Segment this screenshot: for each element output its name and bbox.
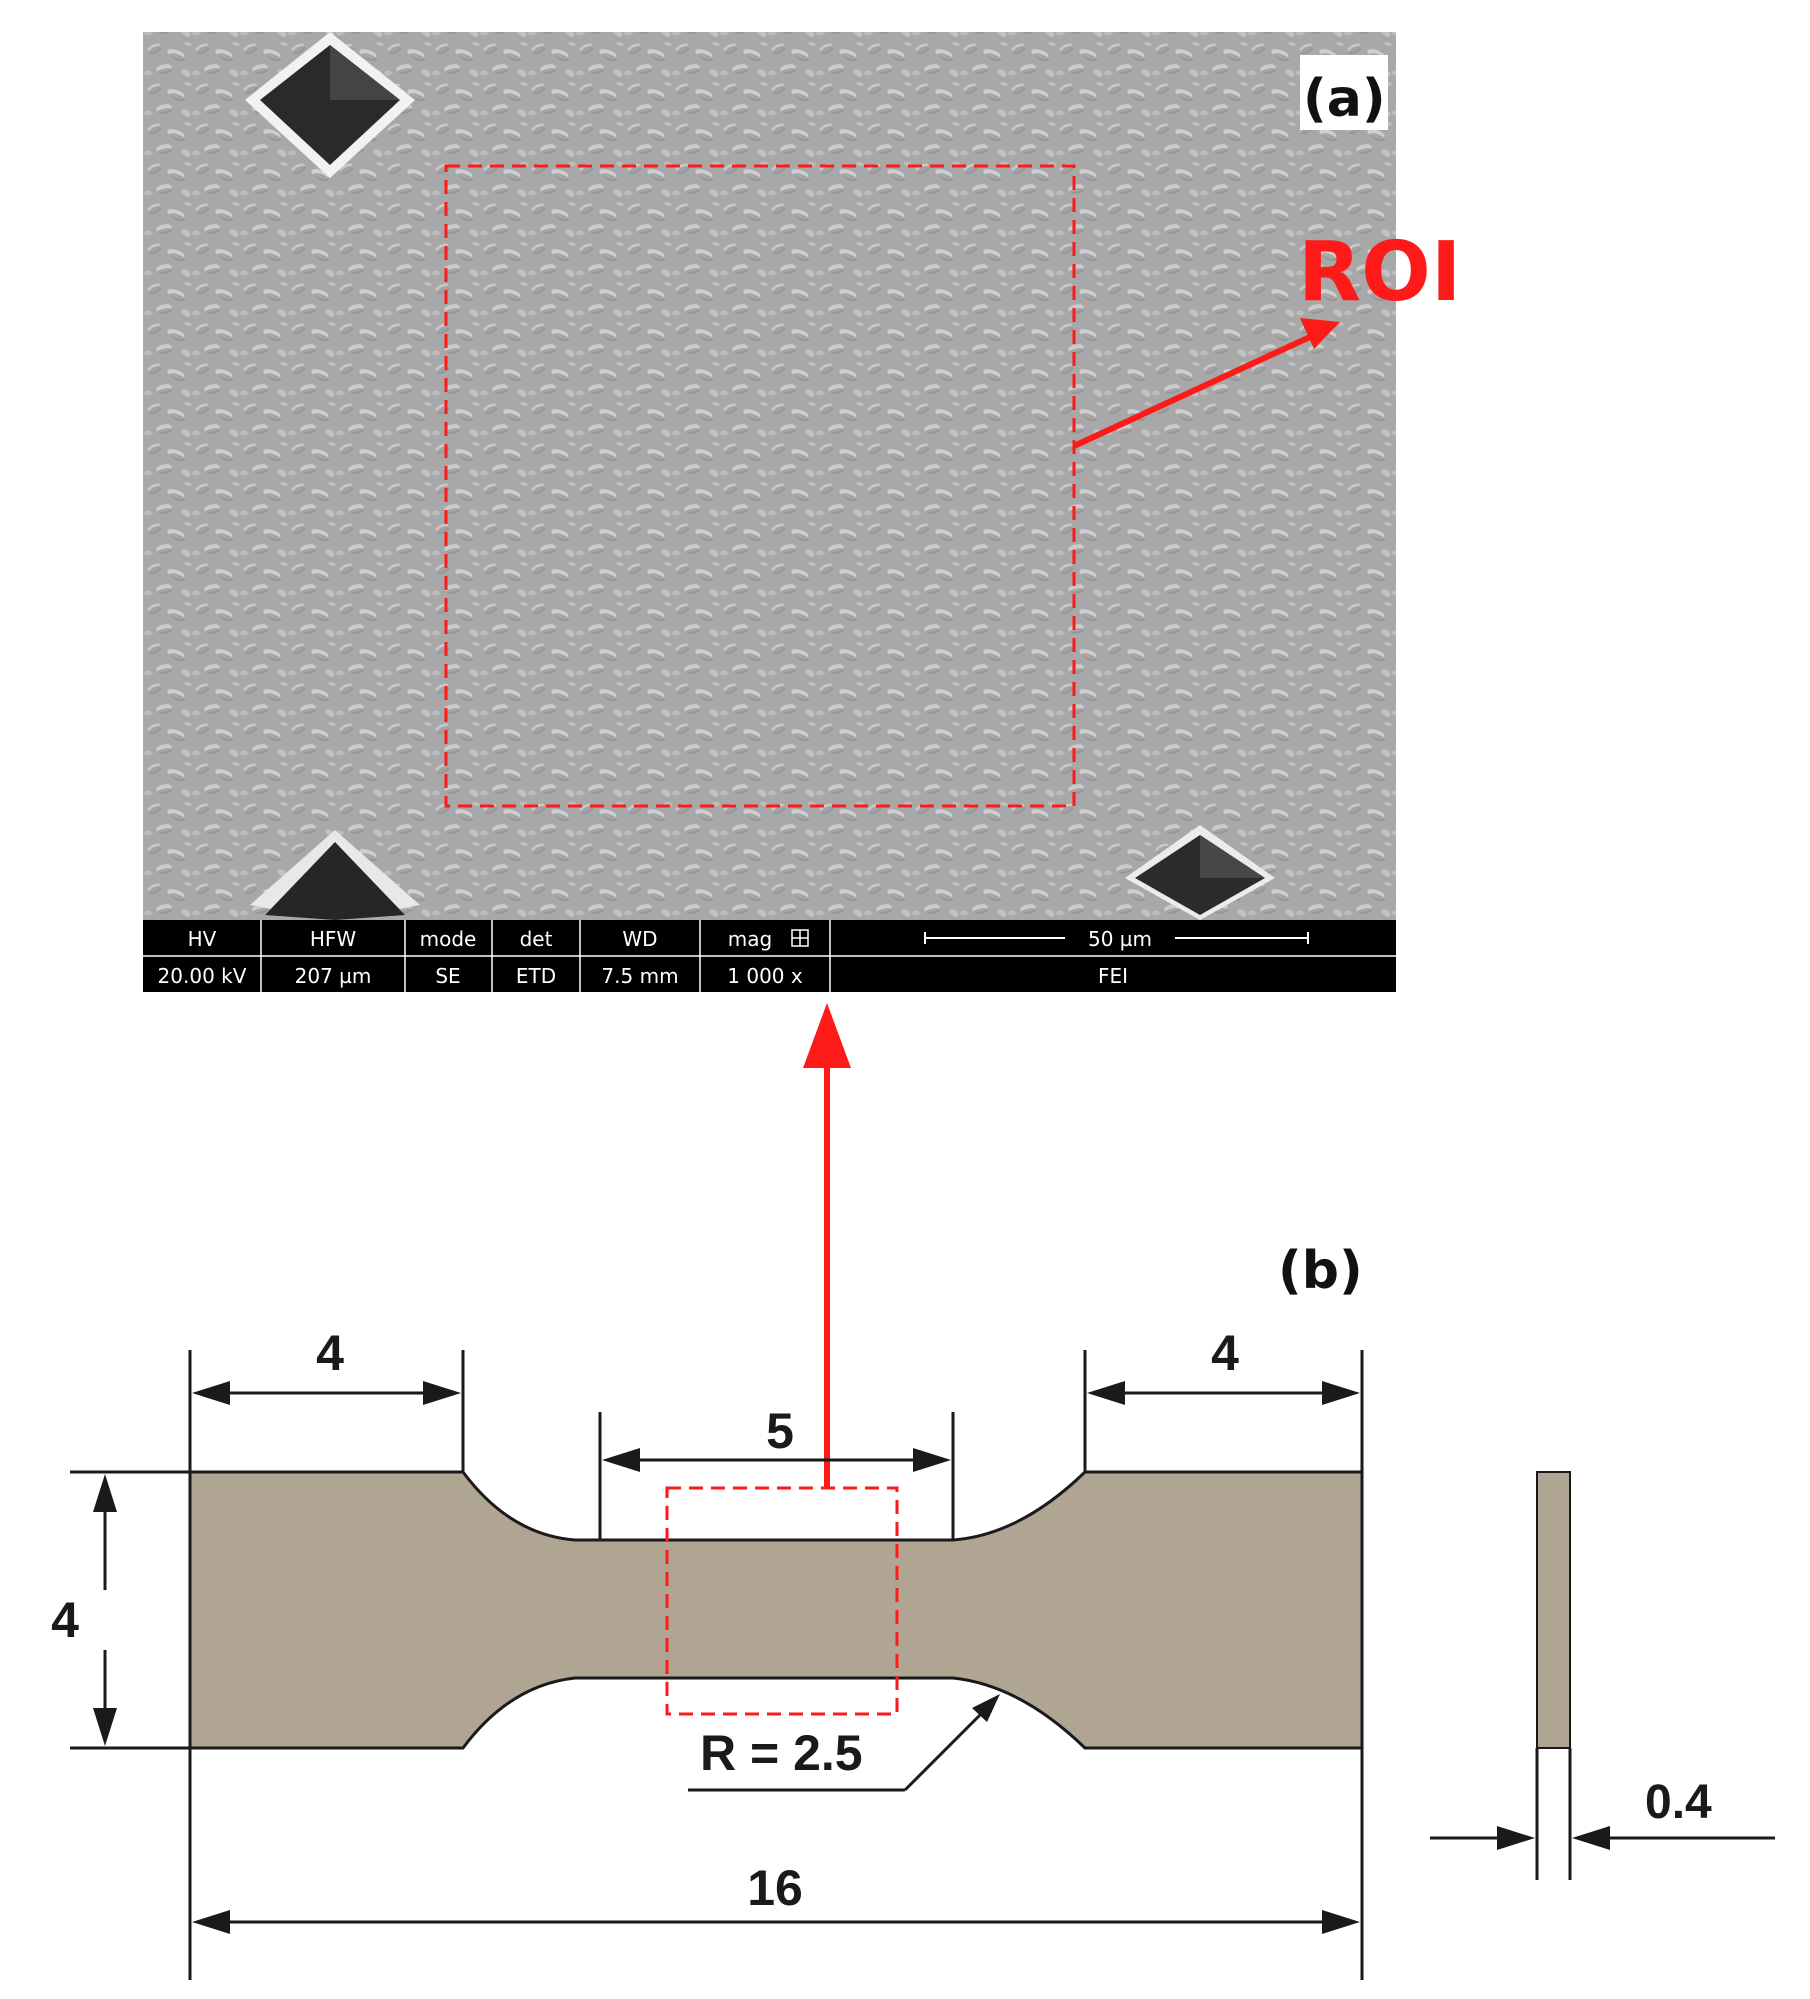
panel-label-b: (b) xyxy=(1278,1241,1363,1301)
info-header-hv: HV xyxy=(188,927,217,951)
dim-total: 16 xyxy=(192,1860,1360,1934)
info-header-hfw: HFW xyxy=(310,927,357,951)
info-value-mode: SE xyxy=(435,964,460,988)
sample-region-box xyxy=(665,1486,899,1716)
info-header-det: det xyxy=(520,927,553,951)
side-view: 0.4 xyxy=(1430,1471,1775,1880)
info-value-mag: 1 000 x xyxy=(727,964,803,988)
specimen-panel: (b) 4 4 xyxy=(51,1241,1775,1980)
dim-left-grip: 4 xyxy=(192,1325,461,1405)
sem-panel: (a) ROI HV HFW mode det WD mag xyxy=(143,32,1461,992)
dim-height: 4 xyxy=(51,1474,132,1746)
sem-micrograph xyxy=(143,32,1396,920)
scale-bar xyxy=(924,932,1309,944)
info-value-hv: 20.00 kV xyxy=(158,964,247,988)
indent-top-left xyxy=(245,32,415,178)
panel-label-a: (a) xyxy=(1303,69,1386,129)
info-value-wd: 7.5 mm xyxy=(601,964,678,988)
dim-gauge-value: 5 xyxy=(766,1403,794,1459)
info-value-det: ETD xyxy=(516,964,556,988)
mag-grid-icon xyxy=(791,929,809,947)
roi-label: ROI xyxy=(1298,225,1461,320)
dim-gauge: 5 xyxy=(602,1403,951,1472)
indent-bottom-right xyxy=(1125,825,1275,920)
dim-radius-value: R = 2.5 xyxy=(700,1725,863,1781)
info-header-wd: WD xyxy=(622,927,657,951)
dim-thickness-value: 0.4 xyxy=(1645,1776,1712,1829)
specimen-body xyxy=(188,1470,1364,1750)
info-header-mode: mode xyxy=(420,927,477,951)
dim-total-value: 16 xyxy=(747,1860,803,1916)
roi-arrow-head xyxy=(1300,318,1340,349)
roi-box xyxy=(444,164,1076,808)
info-header-mag: mag xyxy=(728,927,772,951)
sem-info-bar: HV HFW mode det WD mag 20.00 kV 207 µm S… xyxy=(143,920,1396,992)
dim-right-grip: 4 xyxy=(1087,1325,1360,1405)
dim-radius: R = 2.5 xyxy=(688,1694,1000,1792)
brand-label: FEI xyxy=(1098,964,1128,988)
indent-bottom-left xyxy=(250,830,420,920)
scale-label: 50 µm xyxy=(1088,927,1152,951)
info-value-hfw: 207 µm xyxy=(295,964,372,988)
dim-left-grip-value: 4 xyxy=(316,1325,344,1381)
dim-height-value: 4 xyxy=(51,1592,79,1648)
link-arrow-head xyxy=(803,1003,851,1068)
label-a-background xyxy=(1300,55,1388,130)
dim-right-grip-value: 4 xyxy=(1211,1325,1239,1381)
roi-arrow xyxy=(1072,327,1327,449)
